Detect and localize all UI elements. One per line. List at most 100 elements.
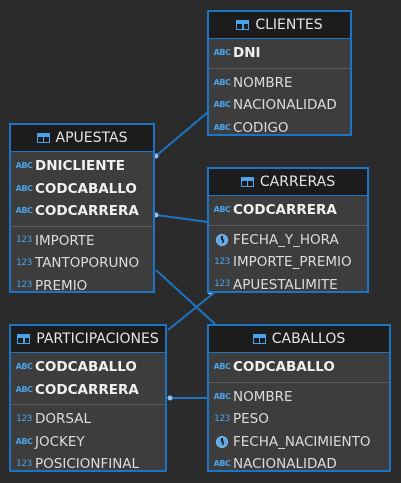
columns-section: IMPORTE TANTOPORUNO PREMIO xyxy=(11,227,153,301)
column-name: PREMIO xyxy=(35,277,88,294)
key-column-row[interactable]: DNICLIENTE xyxy=(11,155,153,178)
column-name: NOMBRE xyxy=(233,388,293,405)
text-type-icon xyxy=(213,206,231,214)
table-icon xyxy=(17,334,31,344)
column-name: POSICIONFINAL xyxy=(35,456,140,473)
rel-apuestas-caballos xyxy=(155,269,216,325)
text-type-icon xyxy=(213,393,231,401)
key-column-row[interactable]: CODCARRERA xyxy=(11,379,165,402)
entity-clientes[interactable]: CLIENTES DNI NOMBRE NACIONALIDAD CODIGO xyxy=(207,10,352,136)
column-row[interactable]: NOMBRE xyxy=(209,386,389,409)
column-name: TANTOPORUNO xyxy=(35,255,140,272)
column-row[interactable]: IMPORTE_PREMIO xyxy=(209,251,367,274)
key-columns-section: CODCABALLO CODCARRERA xyxy=(11,353,165,405)
text-type-icon xyxy=(15,207,33,215)
column-row[interactable]: FECHA_NACIMIENTO xyxy=(209,431,389,454)
column-row[interactable]: POSICIONFINAL xyxy=(11,453,165,476)
column-name: IMPORTE xyxy=(35,232,95,249)
column-name: NOMBRE xyxy=(233,74,293,91)
rel-endpoint-dot xyxy=(167,395,173,401)
column-row[interactable]: NACIONALIDAD xyxy=(209,453,389,476)
key-column-row[interactable]: DNI xyxy=(209,42,350,65)
rel-participaciones-carreras xyxy=(167,291,216,331)
entity-carreras[interactable]: CARRERAS CODCARRERA FECHA_Y_HORA IMPORTE_PR… xyxy=(207,167,369,293)
column-name: APUESTALIMITE xyxy=(233,276,338,293)
column-name: CODCARRERA xyxy=(233,202,337,219)
column-row[interactable]: CODIGO xyxy=(209,117,350,140)
columns-section: NOMBRE NACIONALIDAD CODIGO xyxy=(209,69,350,143)
key-column-row[interactable]: CODCABALLO xyxy=(209,356,389,379)
text-type-icon xyxy=(15,438,33,446)
column-name: CODIGO xyxy=(233,119,289,136)
number-type-icon xyxy=(15,281,33,290)
text-type-icon xyxy=(213,49,231,57)
text-type-icon xyxy=(15,386,33,394)
number-type-icon xyxy=(15,236,33,245)
entity-header[interactable]: CARRERAS xyxy=(209,169,367,196)
text-type-icon xyxy=(213,79,231,87)
number-type-icon xyxy=(15,415,33,424)
column-row[interactable]: FECHA_Y_HORA xyxy=(209,229,367,252)
column-row[interactable]: TANTOPORUNO xyxy=(11,252,153,275)
number-type-icon xyxy=(15,460,33,469)
text-type-icon xyxy=(213,101,231,109)
key-column-row[interactable]: CODCABALLO xyxy=(11,356,165,379)
column-name: DORSAL xyxy=(35,411,91,428)
column-name: DNICLIENTE xyxy=(35,158,126,175)
key-column-row[interactable]: CODCARRERA xyxy=(209,199,367,222)
table-icon xyxy=(236,20,250,30)
column-name: NACIONALIDAD xyxy=(233,97,337,114)
column-row[interactable]: PREMIO xyxy=(11,275,153,298)
column-row[interactable]: APUESTALIMITE xyxy=(209,274,367,297)
table-icon xyxy=(36,133,50,143)
column-row[interactable]: PESO xyxy=(209,408,389,431)
entity-title: CABALLOS xyxy=(271,331,346,347)
column-name: JOCKEY xyxy=(35,433,85,450)
columns-section: DORSAL JOCKEY POSICIONFINAL xyxy=(11,405,165,479)
number-type-icon xyxy=(15,259,33,268)
key-columns-section: DNICLIENTE CODCABALLO CODCARRERA xyxy=(11,152,153,227)
entity-participaciones[interactable]: PARTICIPACIONES CODCABALLO CODCARRERA DORSA… xyxy=(9,324,167,472)
entity-title: APUESTAS xyxy=(55,130,128,146)
entity-caballos[interactable]: CABALLOS CODCABALLO NOMBRE PESO FECHA_NACIMI… xyxy=(207,324,391,472)
entity-title: PARTICIPACIONES xyxy=(36,331,159,347)
column-name: IMPORTE_PREMIO xyxy=(233,254,352,271)
text-type-icon xyxy=(213,124,231,132)
column-name: PESO xyxy=(233,411,269,428)
column-row[interactable]: NACIONALIDAD xyxy=(209,94,350,117)
rel-apuestas-clientes xyxy=(155,111,209,157)
entity-header[interactable]: APUESTAS xyxy=(11,125,153,152)
column-row[interactable]: JOCKEY xyxy=(11,431,165,454)
entity-title: CLIENTES xyxy=(255,17,323,33)
text-type-icon xyxy=(15,363,33,371)
table-icon xyxy=(240,177,254,187)
column-name: CODCABALLO xyxy=(35,180,137,197)
text-type-icon xyxy=(15,162,33,170)
entity-apuestas[interactable]: APUESTAS DNICLIENTE CODCABALLO CODCARRERA IM… xyxy=(9,123,155,294)
column-name: CODCABALLO xyxy=(35,359,137,376)
entity-title: CARRERAS xyxy=(259,174,336,190)
text-type-icon xyxy=(15,185,33,193)
text-type-icon xyxy=(213,460,231,468)
number-type-icon xyxy=(213,258,231,267)
key-column-row[interactable]: CODCARRERA xyxy=(11,200,153,223)
table-icon xyxy=(252,334,266,344)
column-name: DNI xyxy=(233,45,261,62)
text-type-icon xyxy=(213,363,231,371)
key-column-row[interactable]: CODCABALLO xyxy=(11,178,153,201)
column-row[interactable]: DORSAL xyxy=(11,408,165,431)
entity-header[interactable]: PARTICIPACIONES xyxy=(11,326,165,353)
rel-apuestas-carreras xyxy=(155,214,209,223)
number-type-icon xyxy=(213,280,231,289)
column-name: CODCABALLO xyxy=(233,359,335,376)
column-row[interactable]: NOMBRE xyxy=(209,72,350,95)
entity-header[interactable]: CLIENTES xyxy=(209,12,350,39)
datetime-type-icon xyxy=(216,435,228,448)
entity-header[interactable]: CABALLOS xyxy=(209,326,389,353)
key-columns-section: CODCABALLO xyxy=(209,353,389,383)
key-columns-section: DNI xyxy=(209,39,350,69)
column-row[interactable]: IMPORTE xyxy=(11,230,153,253)
number-type-icon xyxy=(213,415,231,424)
